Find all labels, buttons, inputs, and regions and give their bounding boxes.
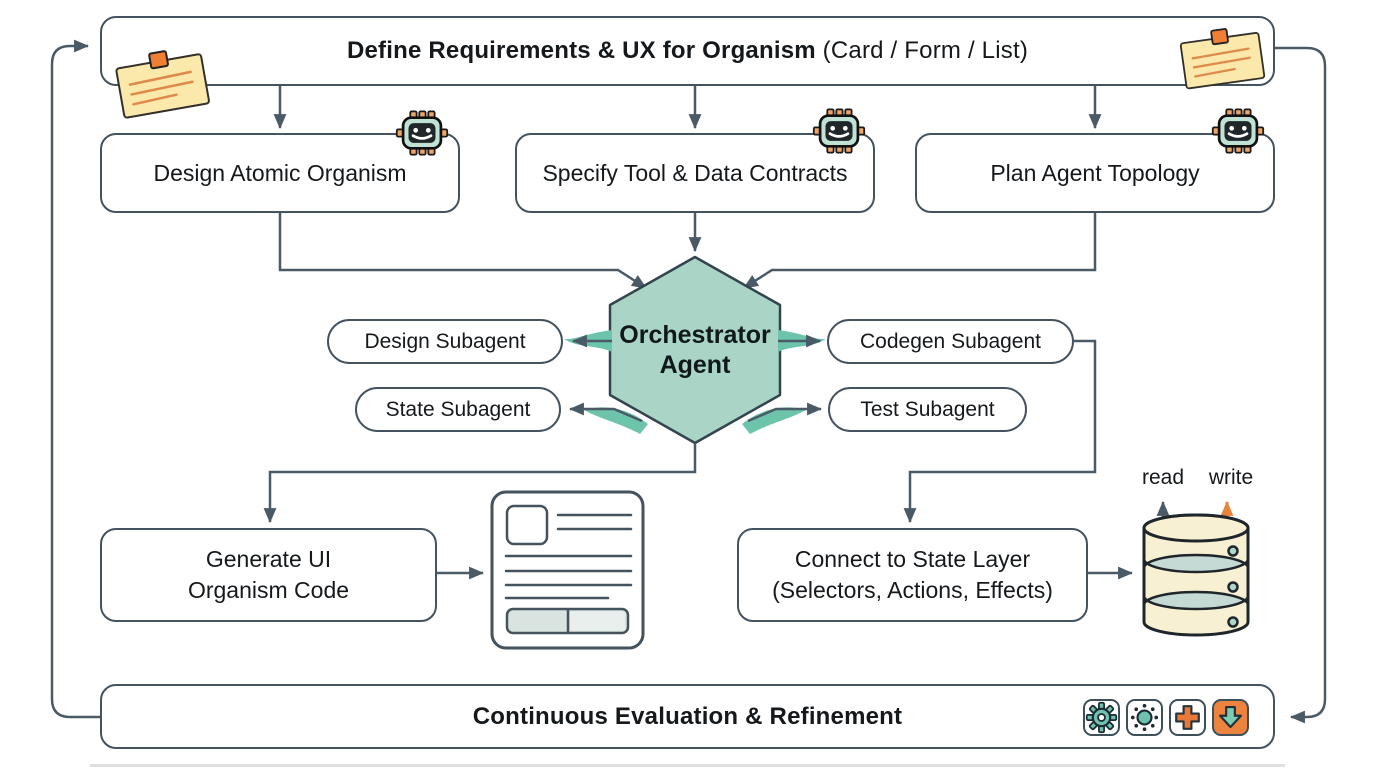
feedback-left-line xyxy=(50,39,100,719)
robot-chip-icon xyxy=(812,106,866,156)
pill-label: State Subagent xyxy=(385,397,531,421)
robot-chip-icon xyxy=(1211,106,1265,156)
gear-button xyxy=(1083,699,1120,736)
pill-design-subagent: Design Subagent xyxy=(327,319,563,364)
bottom-banner-title: Continuous Evaluation & Refinement xyxy=(472,702,903,730)
arrow-to-state-subagent xyxy=(568,402,643,423)
step-specify-tool-data-contracts: Specify Tool & Data Contracts xyxy=(515,133,875,213)
feedback-right-line xyxy=(1275,46,1327,724)
top-banner-title: Define Requirements & UX for Organism (C… xyxy=(347,37,1028,65)
robot-chip-icon xyxy=(395,108,449,158)
generate-label: Generate UI Organism Code xyxy=(187,546,350,603)
brightness-button xyxy=(1126,699,1163,736)
sticky-note-icon xyxy=(1176,21,1268,92)
ui-card-icon xyxy=(490,490,645,650)
database-icon xyxy=(1142,513,1250,637)
top-banner: Define Requirements & UX for Organism (C… xyxy=(100,16,1275,86)
pill-state-subagent: State Subagent xyxy=(355,387,561,432)
top-banner-title-suffix: (Card / Form / List) xyxy=(822,37,1029,64)
pill-test-subagent: Test Subagent xyxy=(828,387,1027,432)
pill-label: Test Subagent xyxy=(860,397,995,421)
step-label: Design Atomic Organism xyxy=(153,159,407,186)
arrow-to-test-subagent xyxy=(747,402,823,423)
write-label: write xyxy=(1208,466,1254,489)
plus-button xyxy=(1169,699,1206,736)
connect-label: Connect to State Layer (Selectors, Actio… xyxy=(772,546,1053,603)
arrow-step1-to-orchestrator xyxy=(278,213,647,290)
bottom-banner: Continuous Evaluation & Refinement xyxy=(100,684,1275,749)
arrow-step3-to-orchestrator xyxy=(743,213,1097,290)
generate-ui-organism-code-box: Generate UI Organism Code xyxy=(100,528,437,622)
connect-state-layer-box: Connect to State Layer (Selectors, Actio… xyxy=(737,528,1088,622)
arrow-codegen-to-connect xyxy=(903,339,1097,524)
plus-icon xyxy=(1175,705,1200,730)
step-design-atomic-organism: Design Atomic Organism xyxy=(100,133,460,213)
download-button xyxy=(1212,699,1249,736)
brightness-icon xyxy=(1130,703,1159,732)
step-plan-agent-topology: Plan Agent Topology xyxy=(915,133,1275,213)
read-label: read xyxy=(1141,466,1185,489)
arrow-orchestrator-to-generate xyxy=(263,443,697,524)
pill-codegen-subagent: Codegen Subagent xyxy=(827,319,1074,364)
orchestrator-agent-label: Orchestrator Agent xyxy=(619,321,771,379)
gear-icon xyxy=(1085,701,1118,734)
page-edge-shadow xyxy=(90,764,1285,767)
pill-label: Codegen Subagent xyxy=(860,329,1041,353)
step-label: Plan Agent Topology xyxy=(990,159,1200,186)
download-icon xyxy=(1218,705,1243,729)
pill-label: Design Subagent xyxy=(364,329,526,353)
top-banner-title-main: Define Requirements & UX for Organism xyxy=(346,37,816,64)
step-label: Specify Tool & Data Contracts xyxy=(542,159,848,186)
